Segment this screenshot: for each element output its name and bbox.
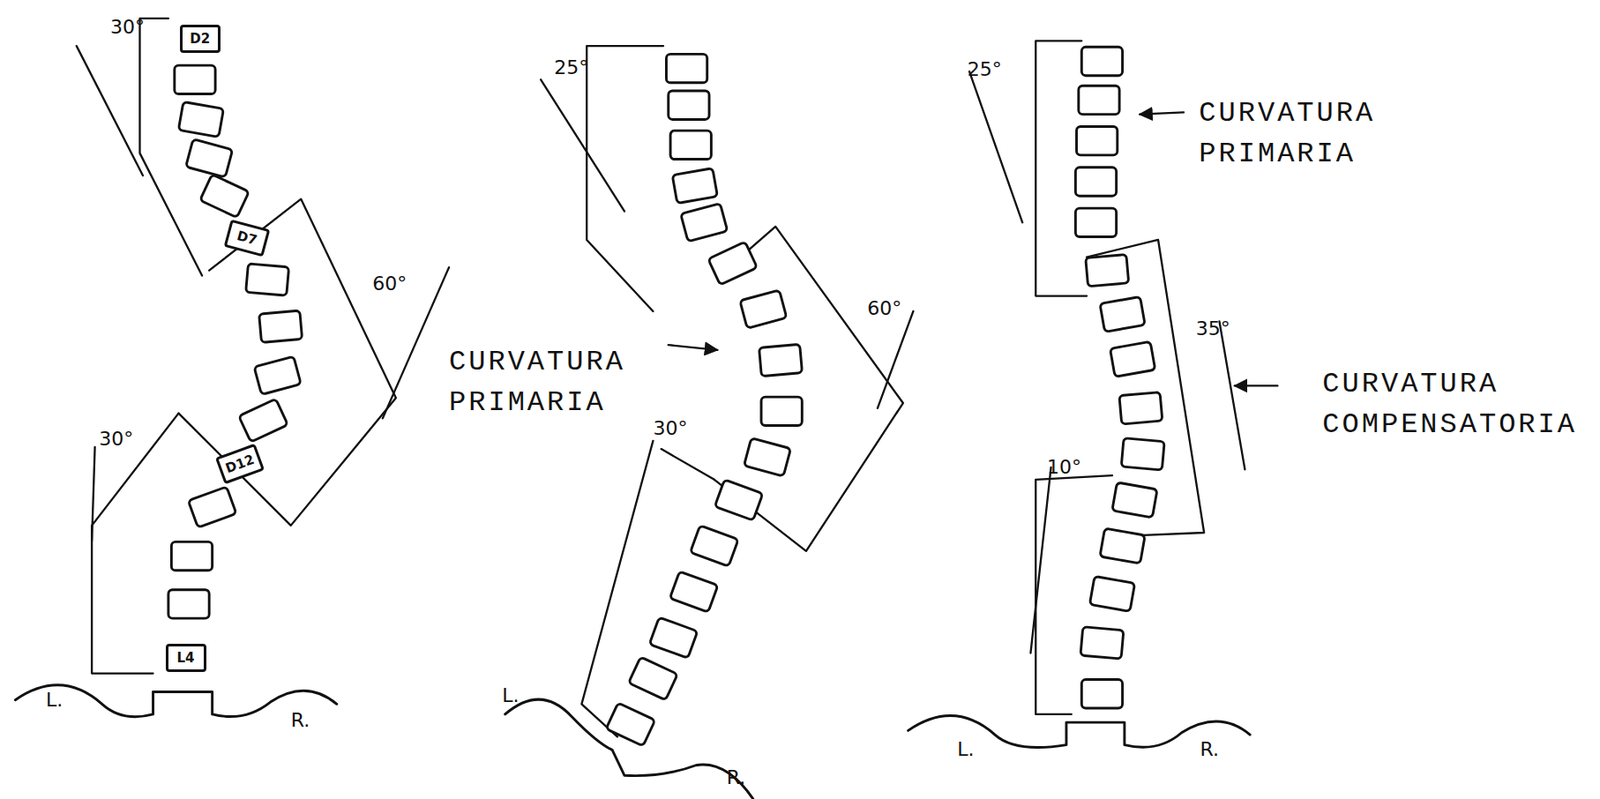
vertebra-level: D7 (235, 227, 260, 248)
vertebra (1080, 627, 1124, 659)
angle-value: 60° (867, 298, 902, 320)
curve-label: CURVATURA COMPENSATORIA (1322, 364, 1600, 446)
cobb-angle-line (877, 311, 913, 409)
vertebra (186, 139, 233, 178)
vertebra (669, 571, 718, 613)
vertebra-box: D7 (224, 218, 271, 257)
vertebra (187, 486, 237, 528)
angle-value: 35° (1196, 318, 1231, 340)
vertebra (743, 438, 791, 477)
cobb-angle-line (76, 45, 143, 176)
vertebra (1121, 438, 1165, 471)
side-marker: R. (1200, 739, 1220, 761)
vertebra (708, 241, 758, 285)
vertebra (246, 263, 290, 296)
vertebra (690, 525, 740, 567)
pelvis-outline (14, 685, 337, 718)
angle-value: 10° (1046, 456, 1082, 479)
cobb-angle-line (586, 45, 664, 312)
vertebra (1085, 254, 1129, 287)
vertebra (259, 310, 303, 343)
vertebra (171, 541, 212, 570)
vertebra (200, 174, 250, 218)
cobb-angle-line (540, 79, 625, 211)
pointer-arrow (668, 344, 718, 351)
cobb-angle-line (661, 448, 715, 480)
angle-value: 30° (652, 418, 688, 440)
pointer-arrow (1139, 112, 1184, 114)
pointer-arrow (1234, 384, 1279, 387)
pelvis-outline (505, 699, 754, 799)
angle-value: 30° (110, 16, 145, 38)
cobb-angle-line (1030, 467, 1051, 654)
vertebra (1089, 575, 1135, 612)
cobb-angle-line (178, 199, 396, 526)
side-marker: L. (957, 739, 974, 761)
vertebra-level: D2 (189, 30, 210, 47)
vertebra (740, 290, 787, 329)
vertebra (254, 356, 301, 395)
vertebra (178, 101, 224, 137)
vertebra-box: D2 (179, 24, 221, 53)
vertebra (680, 203, 728, 242)
vertebra (628, 657, 679, 701)
vertebra (1099, 296, 1145, 332)
cobb-angle-line (1218, 321, 1245, 470)
vertebra (1081, 680, 1122, 709)
vertebra (605, 702, 656, 747)
vertebra (670, 130, 711, 159)
side-marker: R. (726, 767, 747, 789)
vertebra (1076, 127, 1118, 156)
vertebra (714, 479, 763, 521)
side-marker: R. (291, 710, 311, 732)
vertebra (1119, 392, 1163, 425)
vertebra (174, 65, 216, 94)
side-marker: L. (45, 689, 63, 711)
angle-value: 25° (967, 59, 1002, 81)
vertebra-level: D12 (223, 451, 256, 477)
vertebra (1099, 528, 1145, 564)
vertebra (761, 396, 802, 426)
vertebra-level: L4 (177, 650, 195, 666)
angle-value: 30° (98, 428, 134, 450)
vertebra (239, 398, 289, 442)
side-marker: L. (501, 685, 519, 707)
vertebra (1075, 208, 1116, 237)
vertebra (668, 90, 710, 120)
vertebra (649, 617, 698, 658)
angle-value: 25° (553, 57, 589, 79)
vertebra (665, 53, 707, 83)
cobb-angle-line (91, 447, 95, 541)
vertebra (1075, 167, 1116, 196)
vertebra (1081, 46, 1122, 75)
angle-value: 60° (372, 273, 407, 295)
vertebra (759, 343, 803, 376)
vertebra (1078, 85, 1120, 114)
vertebra (1112, 482, 1158, 518)
curve-label: CURVATURA PRIMARIA (448, 342, 741, 424)
vertebra (1110, 341, 1156, 377)
curve-label: CURVATURA PRIMARIA (1198, 93, 1490, 175)
cobb-angle-line (581, 441, 653, 737)
vertebra (672, 168, 718, 204)
vertebra-box: L4 (165, 643, 207, 673)
cobb-angle-line (969, 71, 1023, 223)
cobb-angle-line (91, 413, 179, 674)
vertebra (168, 590, 210, 619)
vertebra-box: D12 (215, 443, 265, 485)
